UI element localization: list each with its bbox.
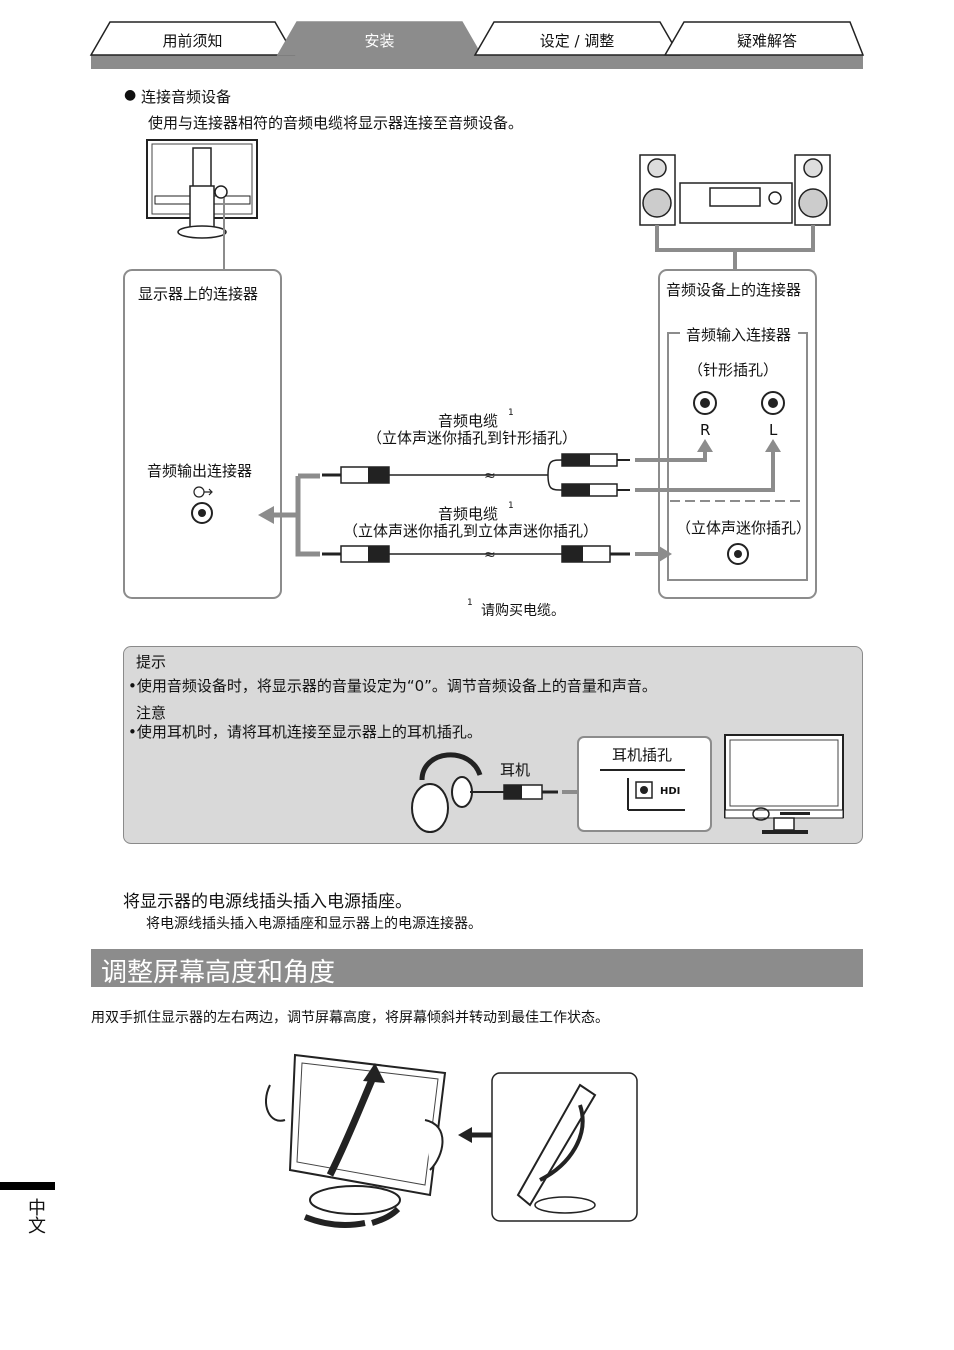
pin-jack-label: （针形插孔）: [688, 361, 779, 379]
language-label: 中文: [25, 1198, 46, 1234]
adjust-section-title: 调整屏幕高度和角度: [101, 958, 336, 988]
tab-before-use[interactable]: 用前须知: [162, 32, 223, 50]
cable2-title: 音频电缆: [438, 505, 499, 523]
monitor-connector-label: 显示器上的连接器: [138, 285, 259, 303]
footnote-mark: 1: [467, 598, 473, 608]
hdmi-mark: HDI: [660, 786, 681, 797]
svg-text:≈: ≈: [484, 547, 496, 563]
monitor-back-illustration: [146, 139, 258, 270]
caution-text: •使用耳机时，请将耳机连接至显示器上的耳机插孔。: [128, 723, 482, 741]
headphone-jack-label: 耳机插孔: [612, 746, 673, 764]
headphone-diagram: [411, 734, 844, 834]
monitor-adjust-illustration: [265, 1053, 638, 1228]
cable1-description: （立体声迷你插孔到针形插孔）: [367, 429, 578, 447]
cable2-footnote-mark: 1: [508, 501, 514, 511]
audio-description: 使用与连接器相符的音频电缆将显示器连接至音频设备。: [148, 114, 524, 132]
audio-connection-diagram: ≈ ≈: [123, 139, 831, 599]
cable-mini-to-mini: [322, 545, 672, 563]
right-channel-label: R: [700, 421, 711, 439]
bullet-dot: ●: [124, 87, 137, 103]
header-tabs-graphic: [89, 21, 865, 69]
svg-text:≈: ≈: [484, 468, 496, 484]
hint-title: 提示: [136, 653, 167, 671]
audio-device-illustration: [639, 154, 831, 270]
cable2-description: （立体声迷你插孔到立体声迷你插孔）: [343, 522, 599, 540]
audio-input-label: 音频输入连接器: [684, 324, 794, 345]
cable1-footnote-mark: 1: [508, 408, 514, 418]
language-tab-marker: [0, 1182, 55, 1190]
section-bar: [91, 949, 863, 987]
monitor-with-hands: [265, 1053, 447, 1228]
cable-mini-to-pin: [322, 439, 781, 497]
tab-installation[interactable]: 安装: [364, 32, 395, 50]
monitor-front-illustration: [724, 734, 844, 834]
audio-output-label: 音频输出连接器: [147, 462, 253, 480]
headphone-label: 耳机: [500, 761, 531, 779]
tab-troubleshooting[interactable]: 疑难解答: [736, 32, 797, 50]
adjust-text: 用双手抓住显示器的左右两边，调节屏幕高度，将屏幕倾斜并转动到最佳工作状态。: [91, 1010, 609, 1026]
cable1-title: 音频电缆: [438, 412, 499, 430]
audio-device-connector-label: 音频设备上的连接器: [666, 281, 802, 299]
hint-text: •使用音频设备时，将显示器的音量设定为“0”。调节音频设备上的音量和声音。: [128, 677, 657, 695]
power-title: 将显示器的电源线插头插入电源插座。: [123, 892, 412, 912]
tab-settings[interactable]: 设定 / 调整: [539, 32, 615, 50]
power-text: 将电源线插头插入电源插座和显示器上的电源连接器。: [146, 916, 482, 932]
stereo-jack-label: （立体声迷你插孔）: [676, 519, 812, 537]
monitor-tilt-side-view: [516, 1083, 597, 1214]
left-channel-label: L: [769, 421, 778, 439]
caution-title: 注意: [136, 704, 167, 722]
audio-bullet-title: 连接音频设备: [141, 88, 232, 106]
footnote-text: 请购买电缆。: [481, 603, 565, 619]
